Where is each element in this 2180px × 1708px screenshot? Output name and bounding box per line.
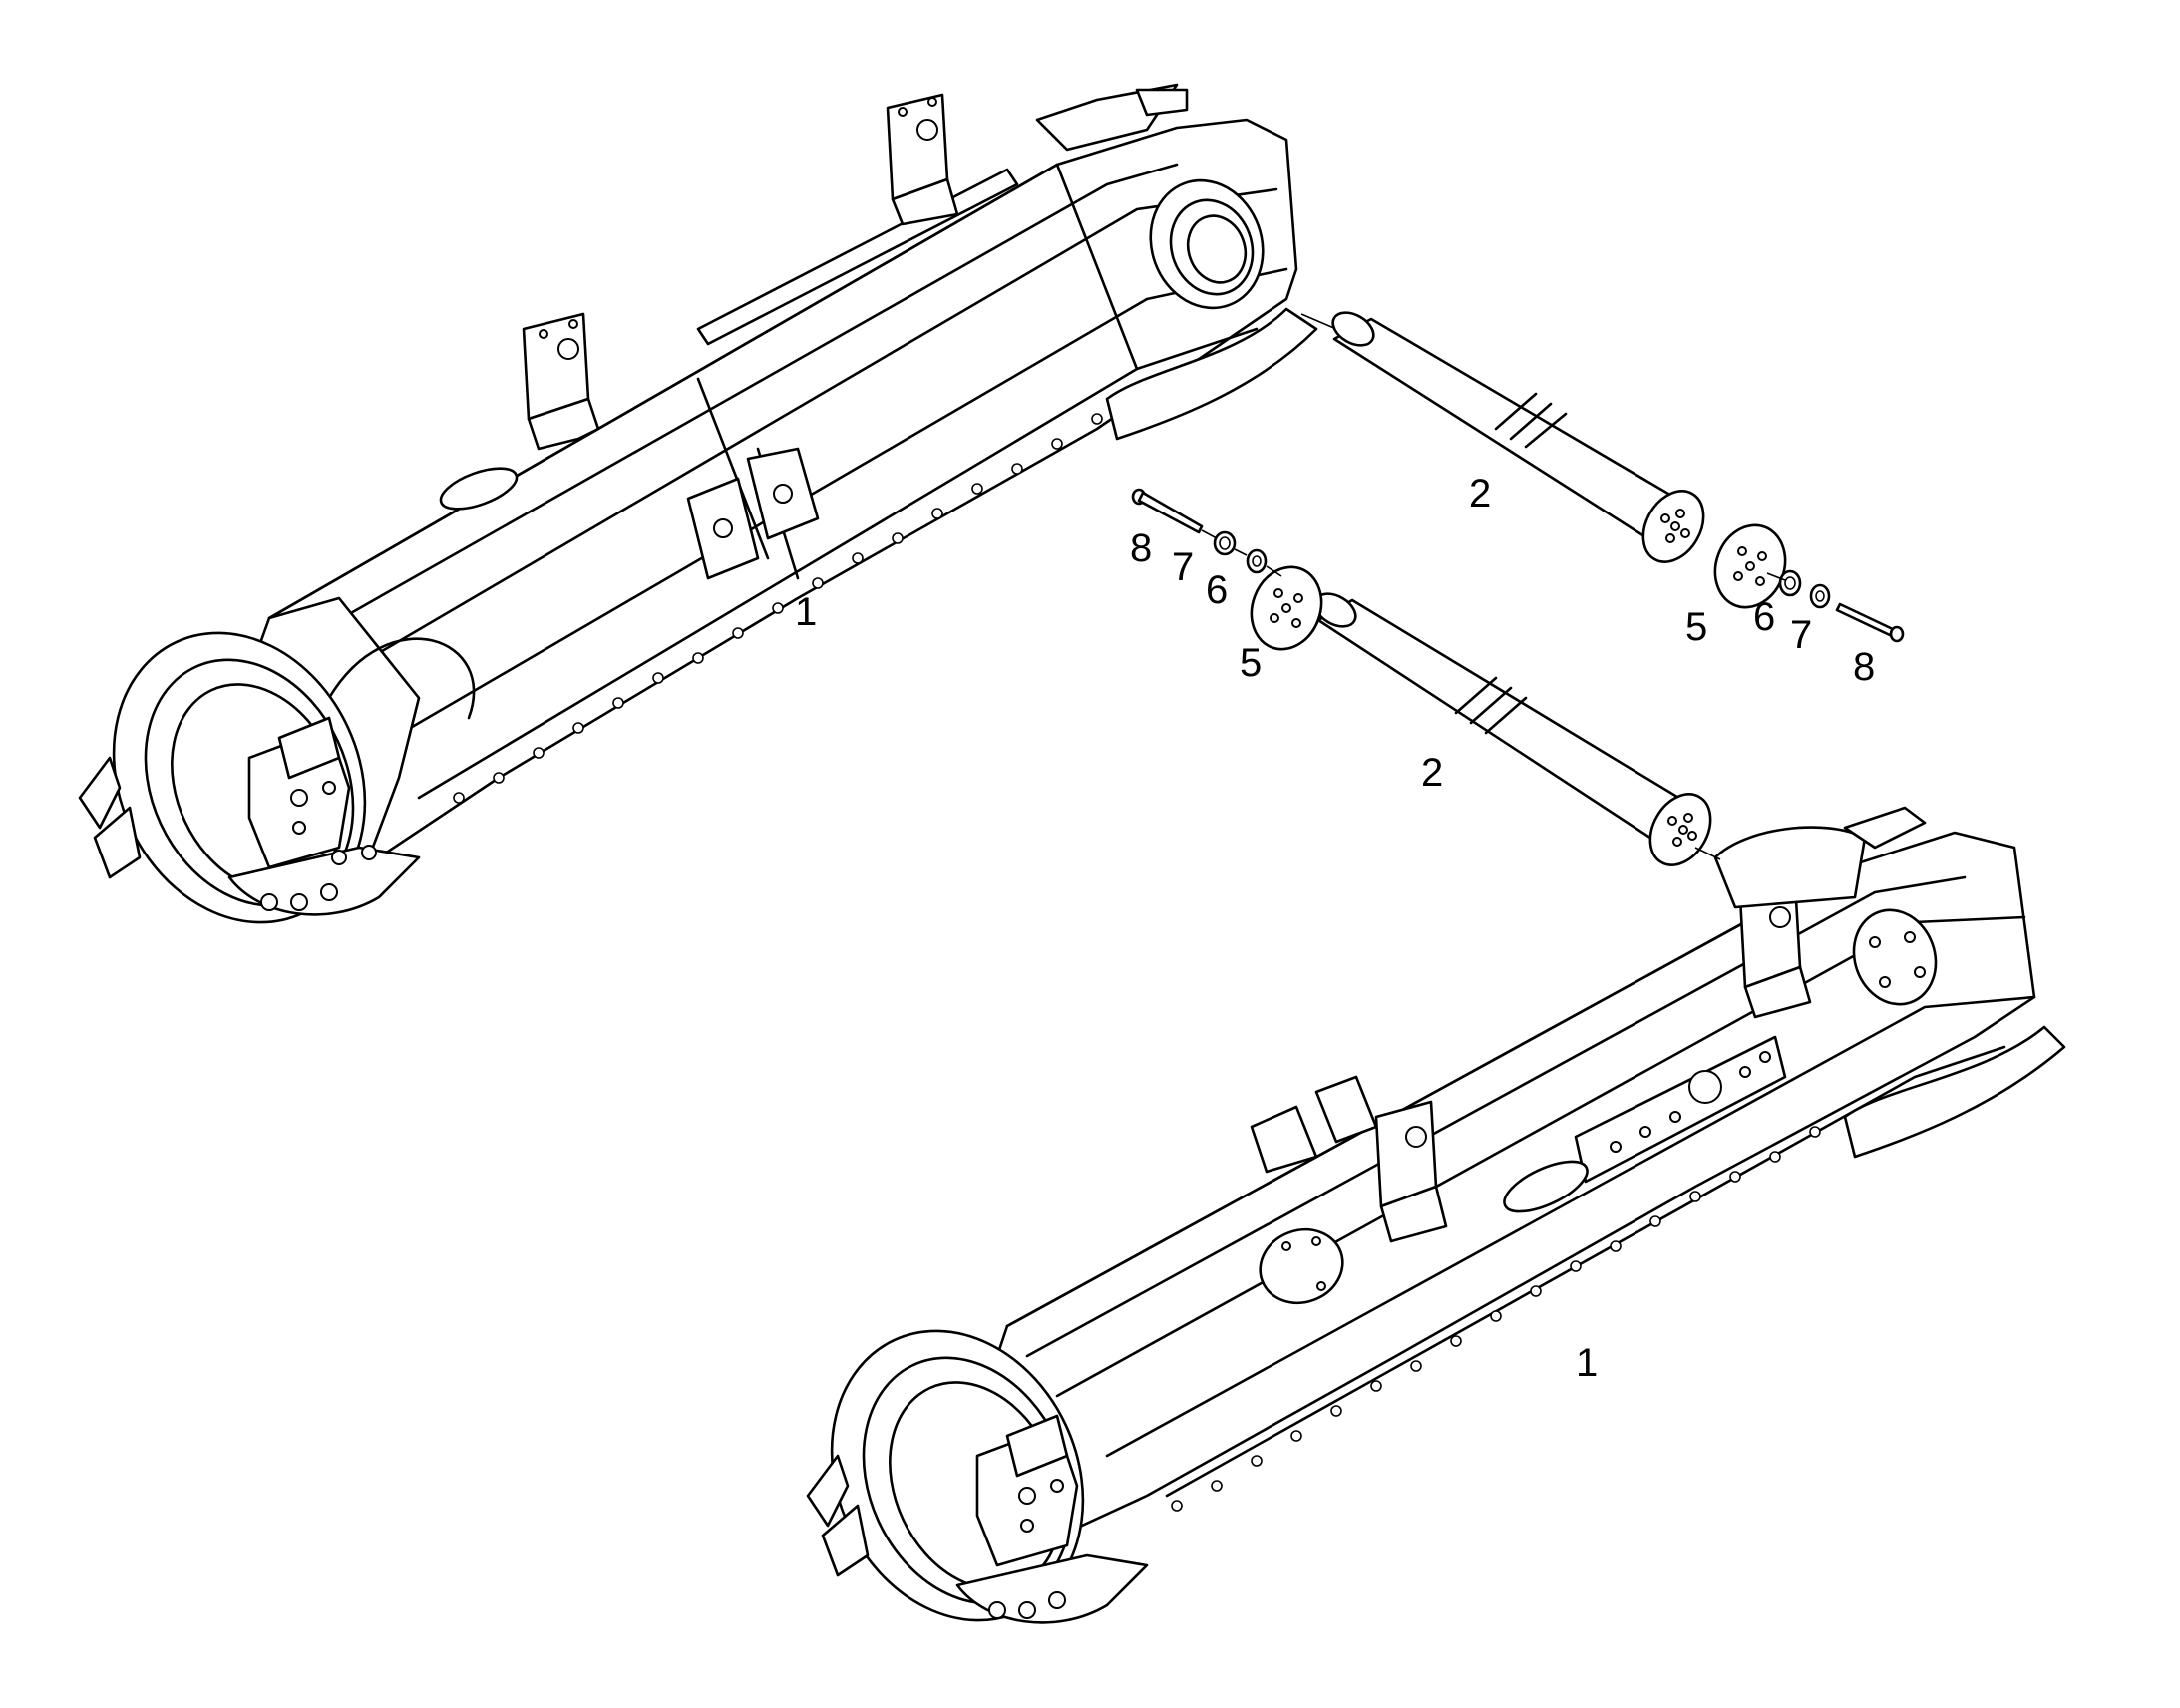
washer-right	[1778, 569, 1802, 597]
pivot-bearing-upper	[1149, 178, 1265, 310]
callout-nut-right: 7	[1790, 613, 1812, 657]
nut-right	[1809, 583, 1831, 609]
callout-frame-upper: 1	[795, 590, 817, 634]
bracket-upper-2	[886, 93, 959, 226]
roller-bolts-upper	[453, 413, 1103, 804]
track-frame-upper	[78, 83, 1318, 924]
callout-pin-lower: 2	[1421, 751, 1443, 795]
plate-left	[1250, 565, 1323, 651]
bracket-lower-1	[1374, 1100, 1448, 1243]
callout-washer-left: 6	[1206, 568, 1228, 612]
bolt-left	[1131, 488, 1204, 534]
callout-washer-right: 6	[1753, 595, 1775, 639]
bolt-right	[1835, 602, 1905, 643]
pin-upper	[1300, 311, 1705, 563]
callout-frame-lower: 1	[1576, 1341, 1598, 1385]
callout-pin-upper: 2	[1469, 472, 1491, 515]
washer-left	[1246, 548, 1268, 574]
plate-right	[1713, 523, 1787, 609]
bracket-upper-1	[522, 312, 600, 451]
callout-plate-right: 5	[1685, 605, 1707, 649]
pin-lower	[1313, 592, 1721, 866]
roller-bolts-lower	[1171, 1126, 1821, 1512]
callout-nut-left: 7	[1172, 545, 1194, 589]
nut-left	[1213, 530, 1237, 556]
pivot-bearing-lower	[1852, 908, 1938, 1006]
callout-bolt-right: 8	[1853, 645, 1875, 689]
callout-bolt-left: 8	[1130, 526, 1152, 570]
callout-plate-left: 5	[1240, 641, 1262, 685]
track-frame-lower	[806, 806, 2066, 1624]
bracket-lower-2	[1738, 880, 1812, 1019]
